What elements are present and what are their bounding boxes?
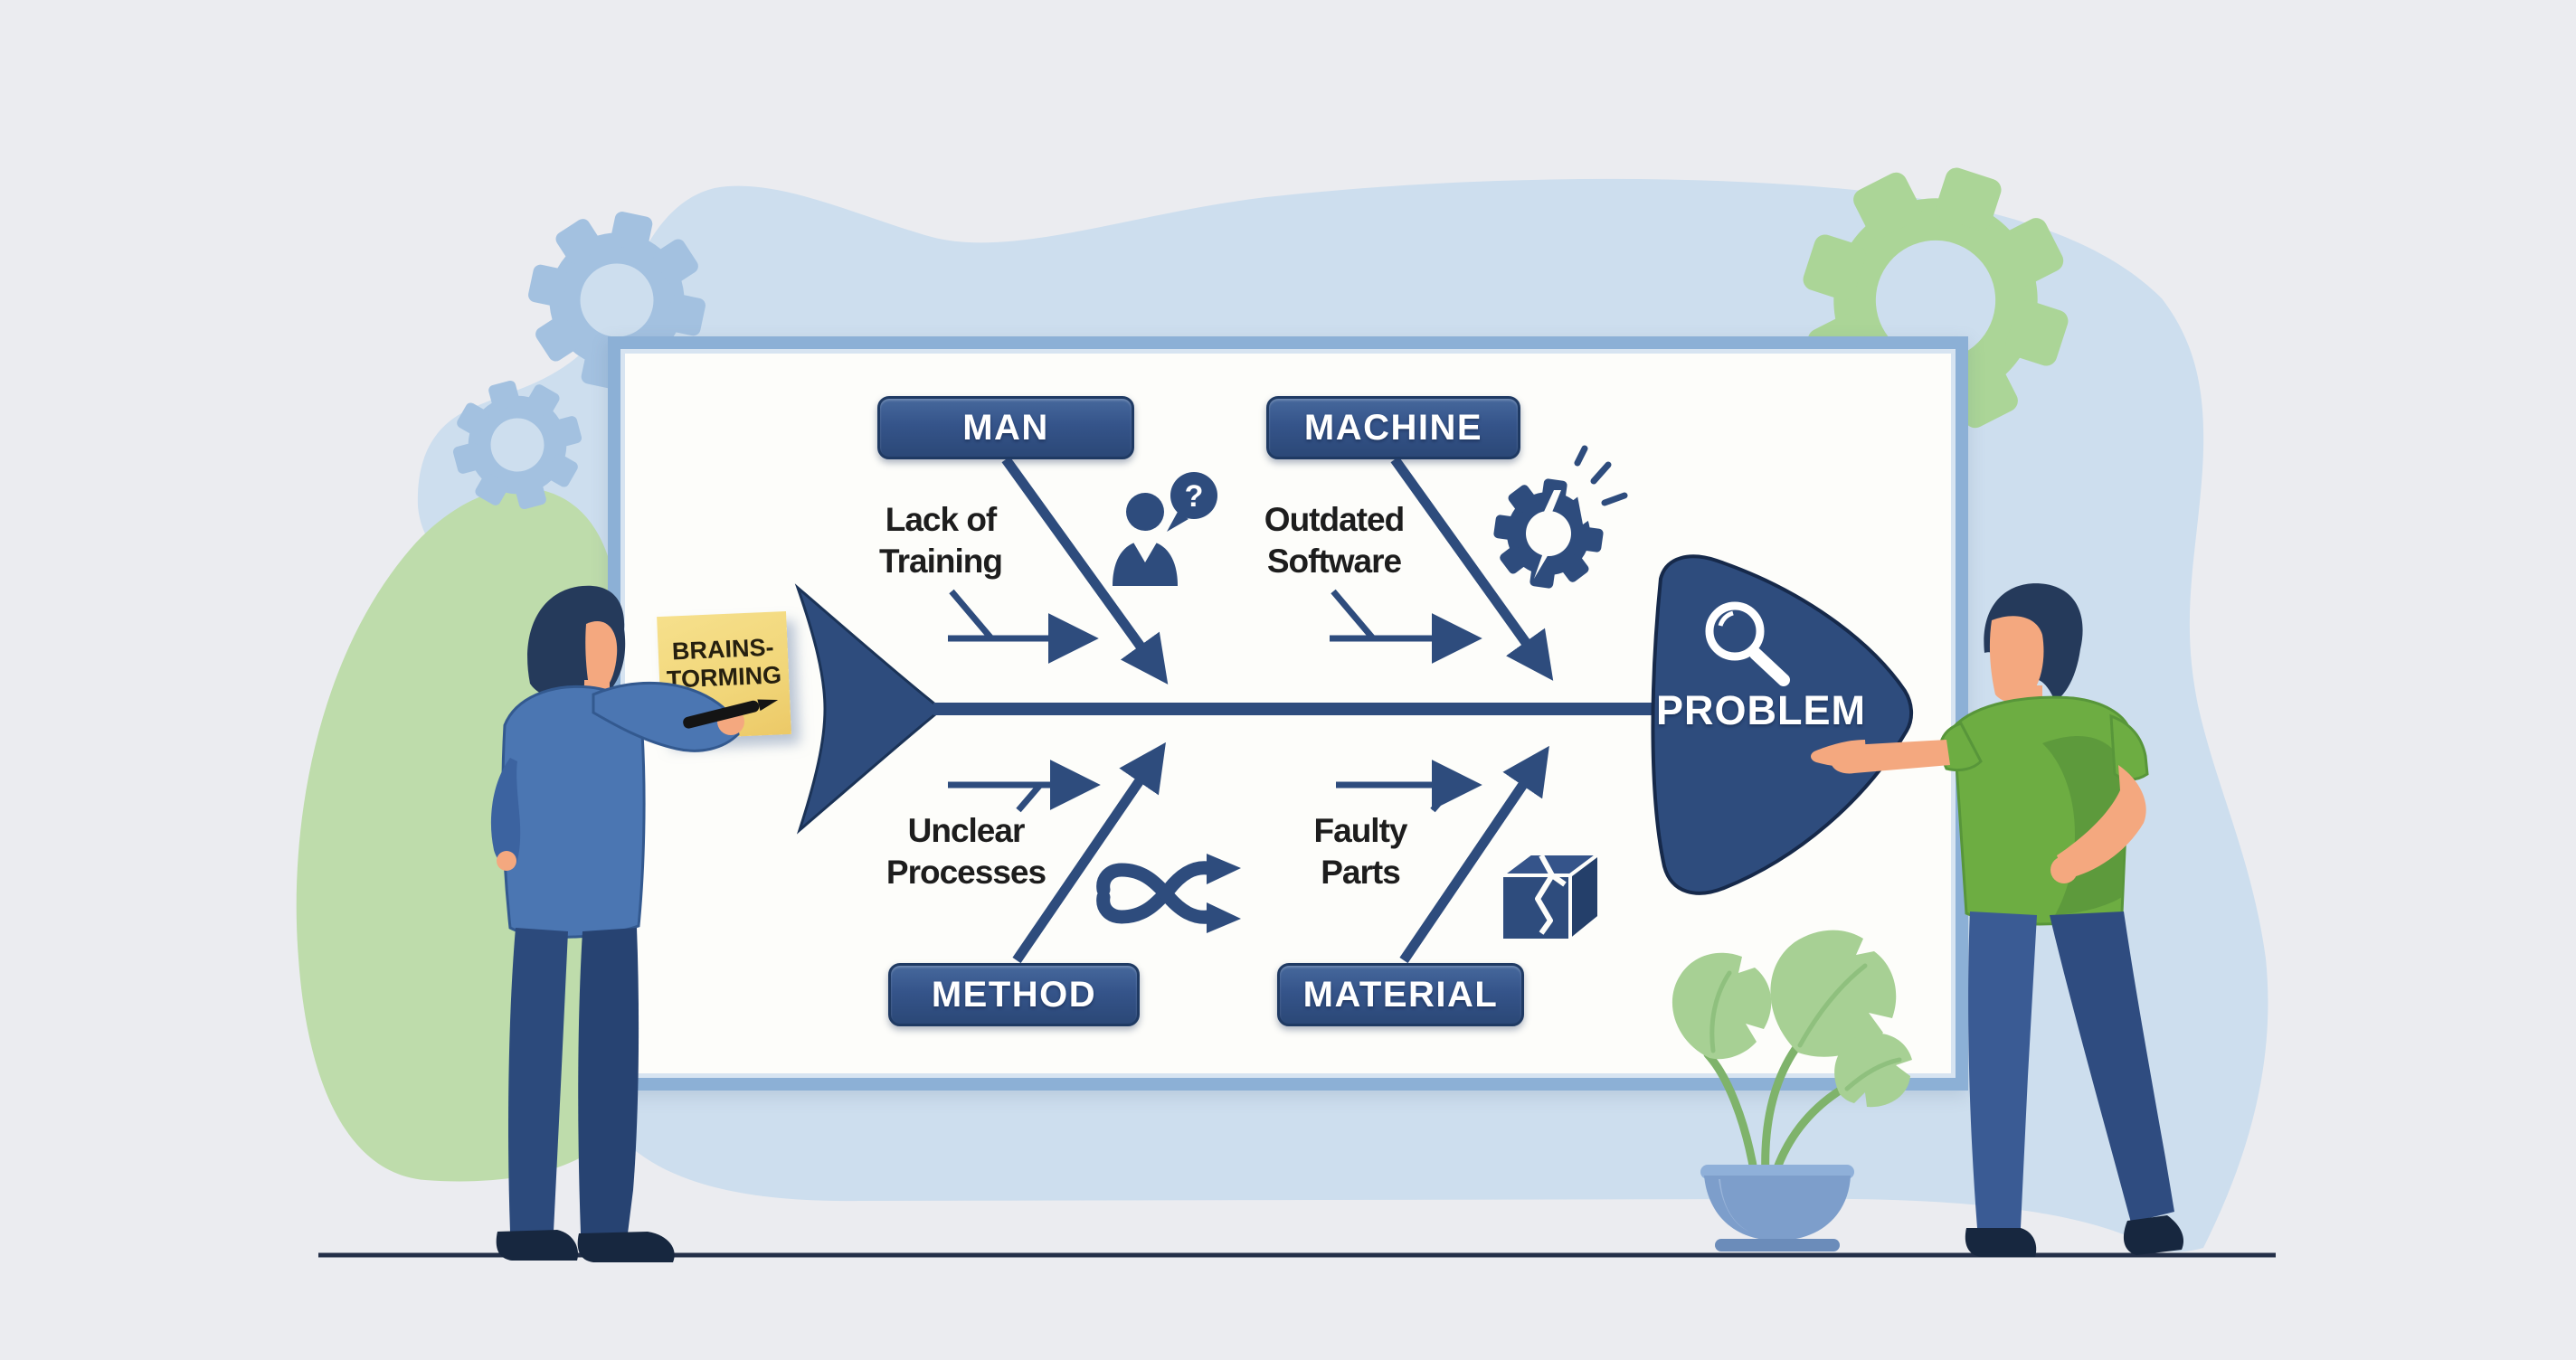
bone-method	[1012, 741, 1166, 964]
bone-man	[1001, 456, 1169, 685]
cause-line: Software	[1266, 543, 1402, 580]
bone-machine	[1390, 456, 1554, 681]
person-left	[490, 585, 779, 1262]
category-label-machine: MACHINE	[1303, 407, 1483, 448]
right-person-shoes	[1965, 1228, 2037, 1257]
cause-line: Faulty	[1313, 812, 1408, 849]
gear-icon	[512, 195, 722, 405]
marker-pen-icon	[683, 699, 779, 729]
right-person-pointing-hand	[1811, 740, 1867, 768]
category-label-man: MAN	[962, 407, 1049, 448]
category-label-material: MATERIAL	[1302, 974, 1499, 1015]
cause-line: Outdated	[1264, 501, 1405, 538]
broken-gear-icon	[1487, 445, 1628, 595]
fish-head	[1651, 554, 1913, 895]
cause-arrows	[948, 589, 1482, 813]
fishbone-skeleton	[794, 456, 1664, 964]
magnifier-icon	[1705, 601, 1790, 686]
cause-label-man: Lack of Training	[828, 499, 1054, 582]
right-person-face	[1989, 616, 2044, 703]
cracked-box-icon	[1500, 852, 1601, 942]
plant-pot-base	[1715, 1239, 1840, 1251]
left-person-trousers	[508, 928, 568, 1232]
right-person-arm	[2057, 765, 2146, 879]
cause-line: Unclear	[907, 812, 1026, 849]
cause-label-method: Unclear Processes	[853, 810, 1079, 893]
left-person-jacket	[501, 685, 646, 939]
person-right	[1811, 583, 2184, 1257]
left-person-arm	[592, 681, 740, 752]
bone-material	[1399, 745, 1549, 964]
category-box-material: MATERIAL	[1277, 963, 1524, 1026]
person-question-icon: ?	[1113, 472, 1217, 586]
gear-icon	[430, 357, 605, 533]
category-box-method: METHOD	[888, 963, 1140, 1026]
cause-line: Parts	[1321, 854, 1401, 891]
cause-label-material: Faulty Parts	[1247, 810, 1473, 893]
right-person-jeans	[1968, 911, 2037, 1228]
plant-leaves	[1672, 930, 1912, 1108]
cause-label-machine: Outdated Software	[1221, 499, 1447, 582]
plant	[1672, 930, 1912, 1251]
cause-line: Processes	[886, 854, 1046, 891]
problem-label: PROBLEM	[1656, 687, 1866, 733]
category-box-man: MAN	[877, 396, 1134, 459]
fish-tail	[794, 583, 937, 835]
category-label-method: METHOD	[931, 974, 1097, 1015]
shuffle-arrows-icon	[1096, 854, 1241, 933]
left-person-shoes	[496, 1230, 579, 1261]
plant-pot	[1704, 1176, 1851, 1241]
question-mark: ?	[1185, 479, 1204, 514]
cause-line: Training	[879, 543, 1003, 580]
cause-line: Lack of	[885, 501, 998, 538]
category-box-machine: MACHINE	[1266, 396, 1520, 459]
